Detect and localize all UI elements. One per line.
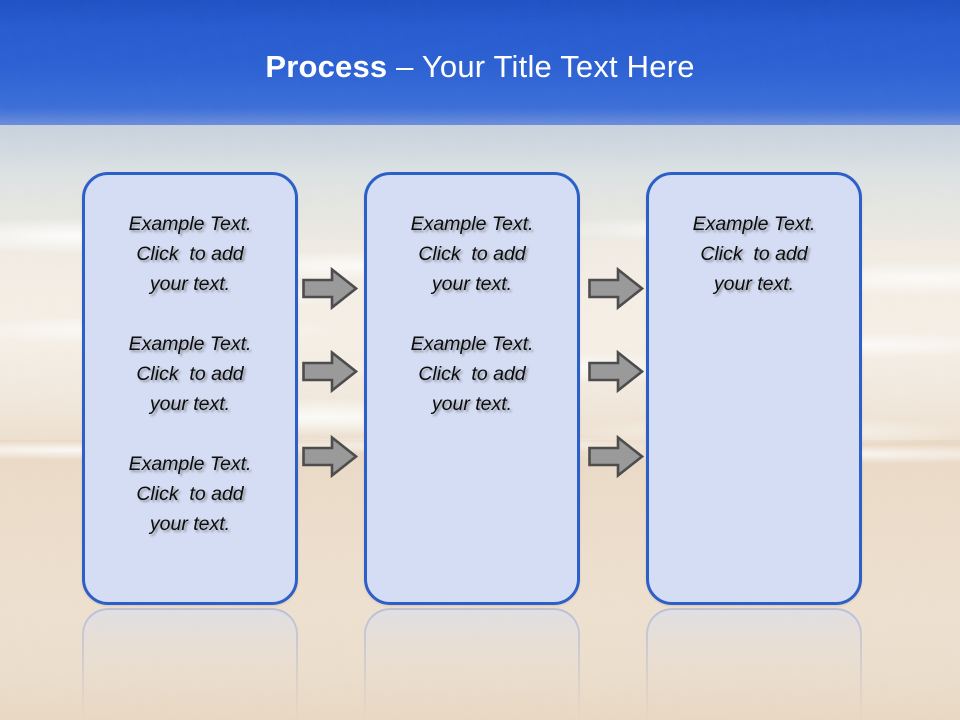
slide-title-strong: Process bbox=[265, 49, 388, 84]
stage-2-paragraph-1[interactable]: Example Text. Click to add your text. bbox=[410, 213, 534, 295]
stage-1-reflection bbox=[82, 608, 298, 720]
arrow-right-icon bbox=[588, 350, 644, 393]
stage-3-paragraph-1[interactable]: Example Text. Click to add your text. bbox=[692, 213, 816, 295]
arrow-right-icon bbox=[588, 267, 644, 310]
arrow-right-icon bbox=[302, 350, 358, 393]
arrow-1-to-2-top[interactable] bbox=[302, 267, 358, 310]
arrow-right-icon bbox=[302, 267, 358, 310]
process-stage-3[interactable]: Example Text. Click to add your text. bbox=[646, 172, 862, 605]
stage-1-paragraph-2[interactable]: Example Text. Click to add your text. bbox=[128, 333, 252, 415]
slide-title-rest: – Your Title Text Here bbox=[387, 49, 695, 84]
arrow-right-icon bbox=[302, 435, 358, 478]
stage-2-paragraph-2[interactable]: Example Text. Click to add your text. bbox=[410, 333, 534, 415]
stage-1-paragraph-3[interactable]: Example Text. Click to add your text. bbox=[128, 453, 252, 535]
arrow-2-to-3-middle[interactable] bbox=[588, 350, 644, 393]
stage-3-reflection bbox=[646, 608, 862, 720]
arrow-2-to-3-bottom[interactable] bbox=[588, 435, 644, 478]
arrow-1-to-2-middle[interactable] bbox=[302, 350, 358, 393]
slide-title: Process – Your Title Text Here bbox=[0, 48, 960, 86]
process-stage-2[interactable]: Example Text. Click to add your text. Ex… bbox=[364, 172, 580, 605]
arrow-1-to-2-bottom[interactable] bbox=[302, 435, 358, 478]
stage-2-reflection bbox=[364, 608, 580, 720]
stage-1-paragraph-1[interactable]: Example Text. Click to add your text. bbox=[128, 213, 252, 295]
arrow-2-to-3-top[interactable] bbox=[588, 267, 644, 310]
process-stage-1[interactable]: Example Text. Click to add your text. Ex… bbox=[82, 172, 298, 605]
arrow-right-icon bbox=[588, 435, 644, 478]
